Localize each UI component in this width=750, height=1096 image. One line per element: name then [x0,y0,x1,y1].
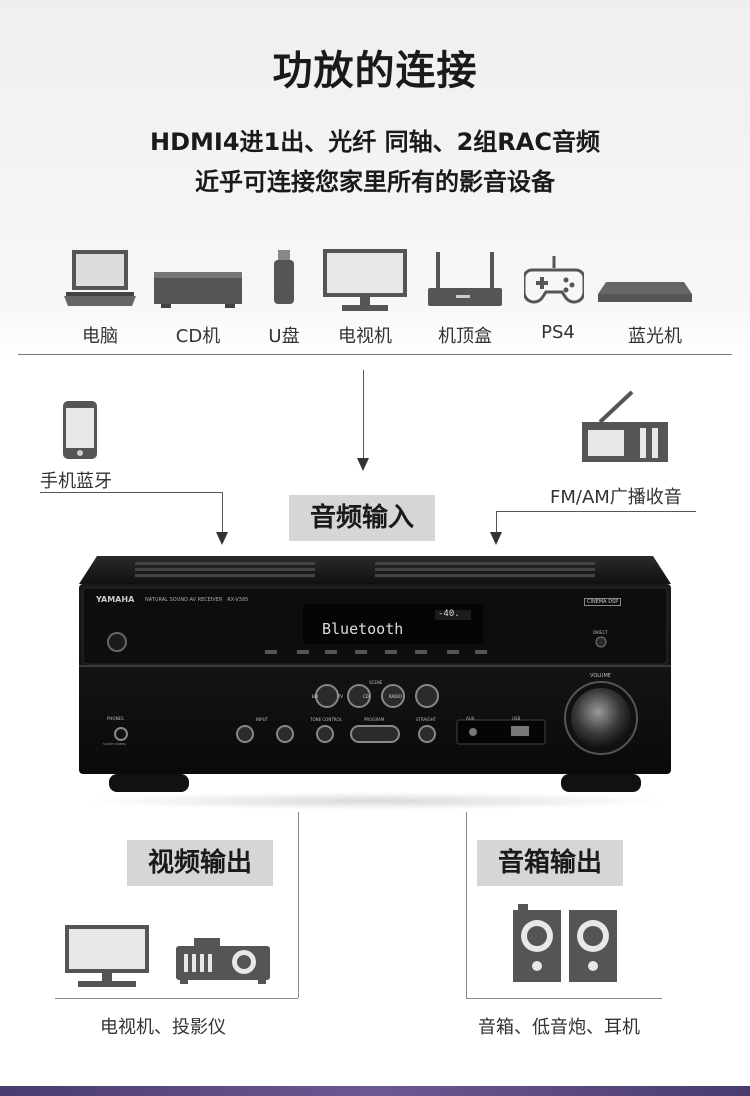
volume-label: VOLUME [590,673,611,679]
bluray-player-icon [596,280,694,306]
connector-line-phone-h [40,492,222,493]
connector-line-speaker [466,812,467,998]
projector-icon [174,938,272,984]
page-title: 功放的连接 [272,48,478,94]
scene-button-tv[interactable]: TV [337,694,344,699]
tone-control-label: TONE CONTROL [310,717,342,722]
device-label-cd: CD机 [175,326,221,347]
usb-drive-icon [271,250,297,306]
subtitle-line-1: HDMI4进1出、光纤 同轴、2组RAC音频 [150,128,600,156]
device-label-usb: U盘 [268,326,300,347]
video-output-label: 视频输出 [127,840,273,886]
scene-button-bd[interactable]: BD [312,694,318,699]
straight-label: STRAIGHT [416,717,437,722]
scene-button-labels: BD TV CD RADIO [312,694,442,699]
av-receiver [75,554,675,794]
gamepad-icon [524,254,584,310]
scene-button-cd[interactable]: CD [363,694,369,699]
direct-label: DIRECT [593,630,608,635]
speaker-output-label: 音箱输出 [477,840,623,886]
laptop-icon [62,248,138,308]
bottom-strip [0,1086,750,1096]
connector-line-center [363,370,364,460]
device-label-computer: 电脑 [82,326,118,347]
subtitle-line-2: 近乎可连接您家里所有的影音设备 [195,168,555,196]
divider-line [18,354,732,355]
silent-cinema-label: SILENT CINEMA [103,742,127,746]
scene-button-radio[interactable]: RADIO [388,694,402,699]
usb-label: USB [512,716,521,721]
monitor-icon [322,248,408,312]
receiver-shadow [80,792,670,810]
router-box-icon [426,252,504,310]
tv-icon [64,924,150,988]
speaker-output-caption: 音箱、低音炮、耳机 [478,1017,640,1038]
connector-line-video [298,812,299,998]
cd-player-icon [153,270,243,308]
connector-line-phone-v [222,492,223,532]
aux-label: AUX [466,716,475,721]
cinema-badge: CINEMA DSP [584,598,622,606]
arrow-down-icon [490,532,502,545]
display-small: -40. [438,609,460,619]
speakers-icon [512,904,618,984]
input-label: INPUT [256,717,268,722]
display-text: Bluetooth [322,620,404,638]
arrow-down-icon [216,532,228,545]
audio-input-label: 音频输入 [289,495,435,541]
device-label-ps4: PS4 [541,322,575,343]
phones-label: PHONES [107,716,124,721]
phone-label: 手机蓝牙 [40,471,112,492]
device-label-settop: 机顶盒 [438,326,492,347]
program-label: PROGRAM [364,717,385,722]
connector-line-radio-h [496,511,696,512]
video-output-caption: 电视机、投影仪 [100,1017,226,1038]
video-output-baseline [55,998,298,999]
arrow-down-icon [357,458,369,471]
radio-icon [580,390,672,466]
receiver-brand: YAMAHA [96,595,135,604]
receiver-model: NATURAL SOUND AV RECEIVER RX-V385 [145,597,249,603]
smartphone-icon [62,400,98,460]
device-label-bluray: 蓝光机 [628,326,682,347]
connector-line-radio-v [496,511,497,533]
device-label-tv: 电视机 [338,326,392,347]
speaker-output-baseline [466,998,662,999]
radio-label: FM/AM广播收音 [550,487,682,508]
scene-label: SCENE [369,680,383,685]
